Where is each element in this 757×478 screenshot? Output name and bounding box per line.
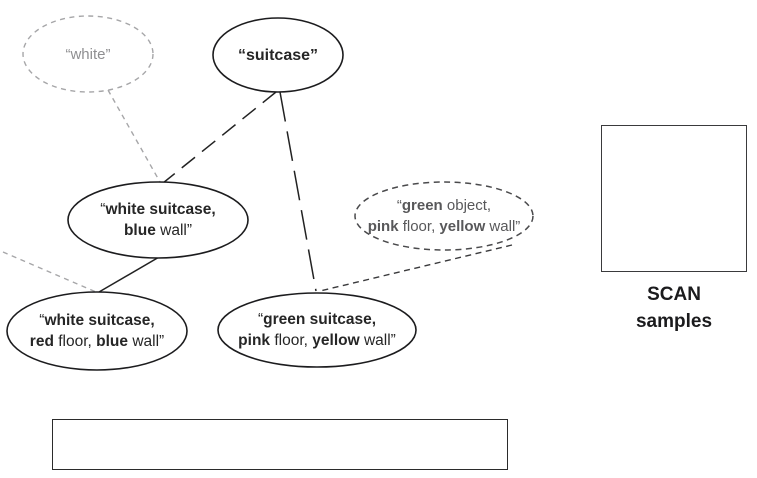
node-suitcase: “suitcase”: [213, 18, 343, 92]
bottom-placeholder-box: [52, 419, 508, 470]
node-label-line: “suitcase”: [237, 46, 319, 64]
node-label-line: “white suitcase,: [100, 201, 216, 218]
node-green-suitcase-pink-floor-yellow-wall: “green suitcase, pink floor, yellow wall…: [218, 293, 416, 367]
node-white-suitcase-blue-wall: “white suitcase, blue wall”: [68, 182, 248, 258]
edge-green-object-to-green-suitcase: [319, 244, 513, 292]
edge-white-to-white-suitcase-blue-wall: [107, 89, 161, 183]
node-white: “white”: [23, 16, 153, 92]
edge-white-suitcase-blue-wall-to-red-floor: [98, 252, 167, 293]
scan-caption-line1: SCAN: [647, 284, 701, 305]
scan-samples-box: [601, 125, 747, 272]
scan-caption-line2: samples: [635, 311, 713, 332]
ellipse-white: [22, 15, 154, 93]
edge-offscreen-to-white-suitcase-red-floor-blue-wall: [2, 251, 97, 293]
scan-samples-caption: SCAN samples: [586, 281, 757, 335]
ellipse-green-object-pink-floor-yellow-wall: [354, 181, 534, 251]
node-label-line: blue wall”: [123, 222, 193, 239]
node-label-line: pink floor, yellow wall”: [367, 218, 521, 235]
node-label-line: “green suitcase,: [257, 311, 377, 328]
ellipse-green-suitcase-pink-floor-yellow-wall: [217, 292, 417, 368]
ellipse-white-suitcase-red-floor-blue-wall: [6, 291, 188, 371]
node-label-line: “green object,: [396, 197, 492, 214]
edge-suitcase-to-white-suitcase-blue-wall: [162, 91, 277, 184]
node-label-line: pink floor, yellow wall”: [238, 332, 396, 349]
ellipse-white-suitcase-blue-wall: [67, 181, 249, 259]
node-green-object-pink-floor-yellow-wall: “green object, pink floor, yellow wall”: [355, 182, 533, 250]
ellipse-suitcase: [212, 17, 344, 93]
node-label-line: “white”: [65, 45, 111, 63]
node-label-line: “white suitcase,: [39, 312, 155, 329]
edge-suitcase-to-green-suitcase: [279, 91, 317, 292]
node-white-suitcase-red-floor-blue-wall: “white suitcase, red floor, blue wall”: [7, 292, 187, 370]
node-label-line: red floor, blue wall”: [29, 333, 165, 350]
